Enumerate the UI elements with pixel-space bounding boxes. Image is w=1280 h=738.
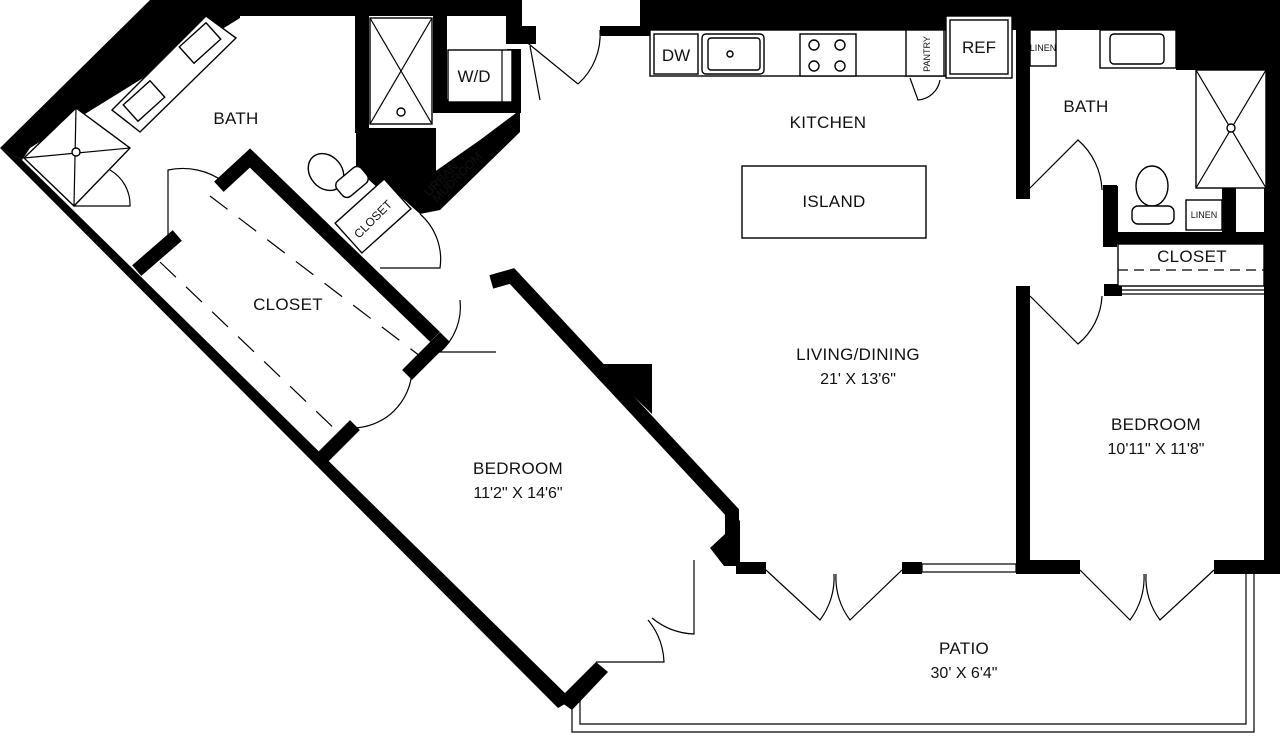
- patio-doors: [596, 560, 1215, 663]
- kitchen-counter: [649, 15, 1013, 239]
- linen-top-label: LINEN: [1030, 43, 1057, 53]
- refrigerator-label: REF: [962, 38, 996, 57]
- washer-dryer-label: W/D: [457, 67, 490, 86]
- bath-right-label: BATH: [1063, 97, 1108, 116]
- patio-dimensions: 30' X 6'4": [931, 665, 998, 682]
- entry-door: [523, 29, 601, 101]
- exterior-walls: [0, 0, 1280, 710]
- patio-outline: [571, 572, 1255, 733]
- right-closet: [1029, 243, 1265, 345]
- bedroom-right-label: BEDROOM: [1111, 415, 1201, 434]
- washer-dryer: [447, 49, 513, 103]
- walkin-closet-dashes: [159, 195, 421, 453]
- linen-bottom-label: LINEN: [1191, 210, 1218, 220]
- bedroom-right-dimensions: 10'11" X 11'8": [1108, 441, 1205, 458]
- island-label: ISLAND: [802, 192, 865, 211]
- dishwasher-label: DW: [662, 46, 690, 65]
- patio-label: PATIO: [939, 639, 989, 658]
- bath-left-label: BATH: [213, 109, 258, 128]
- pantry-label: PANTRY: [922, 36, 932, 72]
- living-dining-dimensions: 21' X 13'6": [820, 371, 896, 388]
- right-bath-fixtures: [1027, 29, 1267, 231]
- interior-walls: [132, 3, 1280, 566]
- left-bath-fixtures: [22, 15, 433, 238]
- kitchen-label: KITCHEN: [790, 113, 867, 132]
- small-closet: [334, 178, 496, 353]
- bedroom-left-dimensions: 11'2" X 14'6": [473, 485, 562, 502]
- walkin-closet-label: CLOSET: [253, 295, 323, 314]
- living-dining-label: LIVING/DINING: [796, 345, 920, 364]
- closet-right-label: CLOSET: [1157, 247, 1227, 266]
- bedroom-left-label: BEDROOM: [473, 459, 563, 478]
